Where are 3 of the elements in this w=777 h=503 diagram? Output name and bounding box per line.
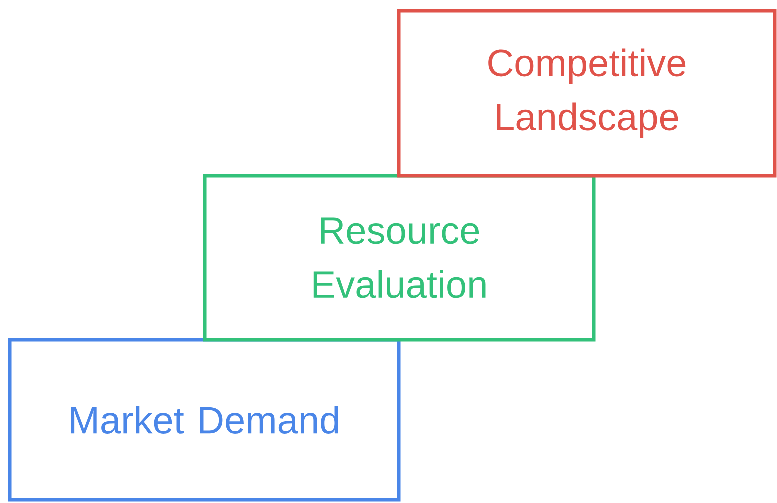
text-box: Competitive Landscape — [397, 9, 777, 178]
text-box: Market Demand — [8, 338, 401, 502]
text-box: Resource Evaluation — [203, 174, 596, 342]
